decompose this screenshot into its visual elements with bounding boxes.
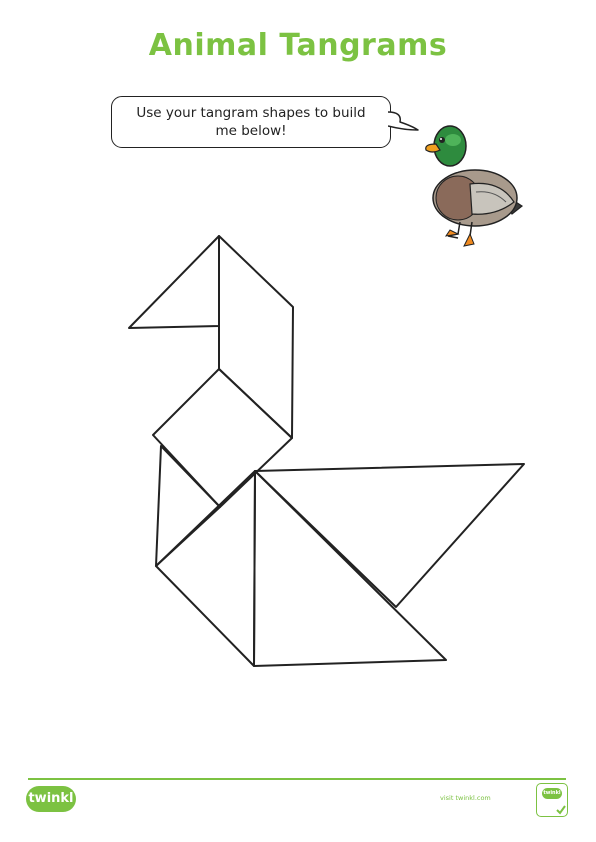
twinkl-logo: twinkl: [26, 786, 76, 812]
duck-icon: [425, 125, 524, 247]
tangram-medium-triangle: [155, 470, 256, 667]
tangram-large-triangle-bottom: [253, 470, 447, 667]
tangram-head-triangle: [128, 235, 220, 329]
tangram-large-triangle-tail: [254, 463, 525, 608]
badge-logo: twinkl: [542, 788, 562, 799]
check-icon: [556, 805, 566, 815]
tangram-small-triangle: [155, 445, 221, 567]
speech-bubble-tail: [388, 111, 419, 131]
footer-divider: [28, 778, 566, 780]
page-title: Animal Tangrams: [148, 28, 448, 63]
speech-bubble: Use your tangram shapes to build me belo…: [111, 96, 391, 148]
tangram-neck-parallelogram: [218, 235, 294, 439]
quality-badge: twinkl: [536, 783, 568, 817]
website-link[interactable]: visit twinkl.com: [440, 794, 491, 802]
speech-bubble-text: Use your tangram shapes to build me belo…: [136, 105, 366, 139]
